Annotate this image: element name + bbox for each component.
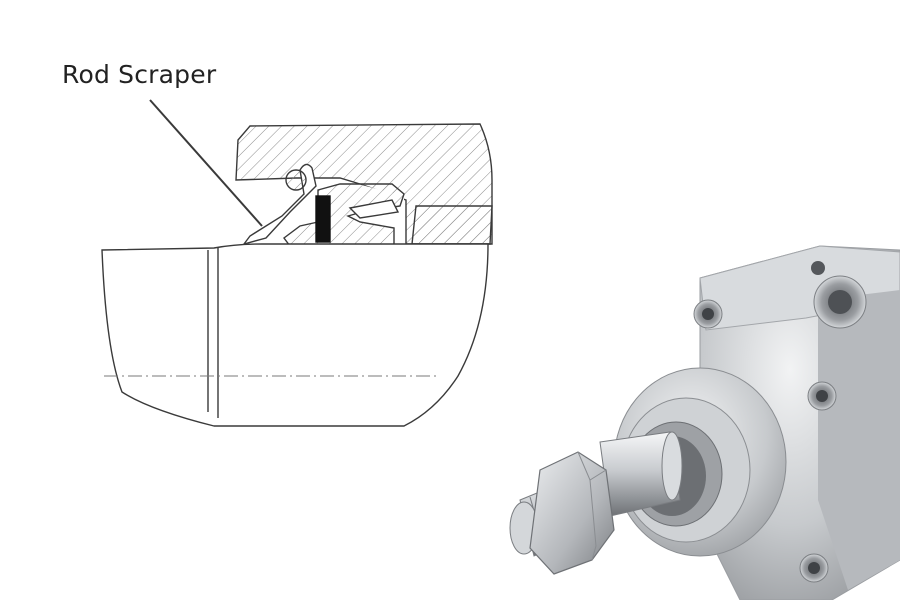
piston-rod <box>101 243 489 427</box>
scraper-lip <box>242 163 317 246</box>
garter-spring <box>285 169 307 191</box>
seal-insert <box>315 195 331 243</box>
callout-leader <box>149 99 263 227</box>
rod-seal <box>283 183 405 247</box>
rod-cross-section <box>101 123 493 427</box>
pneumatic-cylinder-photo <box>509 245 900 601</box>
rod-scraper-label: Rod Scraper <box>62 60 217 89</box>
hex-nut <box>529 451 615 575</box>
